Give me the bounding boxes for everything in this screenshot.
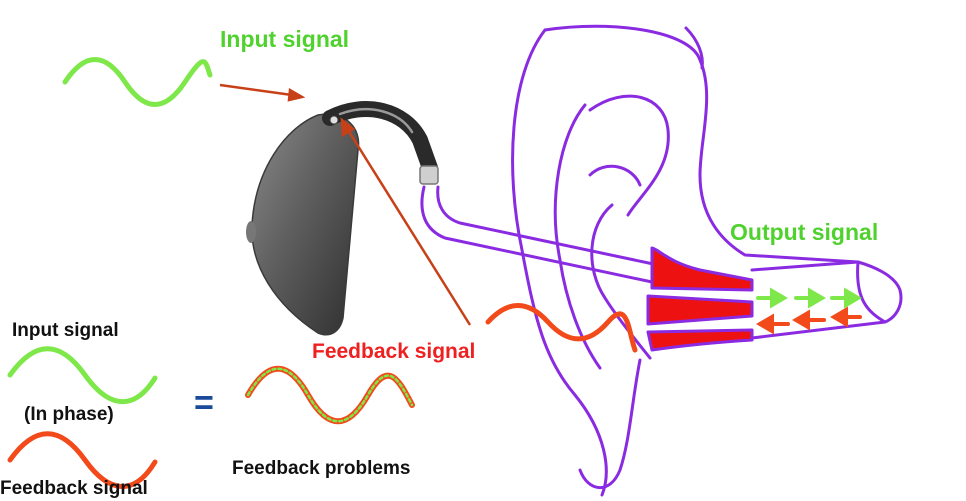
feedback-arrows — [756, 306, 862, 335]
earmold-top — [650, 246, 754, 292]
signal-arrows — [219, 83, 472, 326]
hearing-aid-earhook-shine — [338, 108, 414, 134]
input-wave-top — [62, 57, 213, 107]
hearing-aid-button — [246, 221, 256, 243]
input-wave-legend — [7, 346, 158, 405]
ear-canal-upper — [750, 260, 860, 272]
eardrum — [856, 260, 903, 324]
earmold-icon — [646, 246, 754, 352]
earmold-middle — [646, 294, 754, 326]
ear-tragus — [588, 164, 642, 187]
ear-helix-top — [684, 26, 704, 70]
in-phase-label: (In phase) — [24, 404, 114, 425]
equals-sign: = — [194, 384, 214, 422]
feedback-signal-label: Feedback signal — [312, 340, 476, 363]
input-signal-top-label: Input signal — [220, 26, 350, 52]
ear-canal-lower — [750, 320, 887, 340]
hearing-aid-microphone — [329, 115, 339, 125]
combined-wave-green — [246, 367, 414, 423]
hearing-aid-body — [251, 113, 360, 336]
input-arrow-head — [287, 87, 306, 102]
hearing-aid-icon — [246, 101, 439, 336]
feedback-wave-legend — [7, 431, 158, 489]
ear-outer-back — [511, 28, 608, 497]
ear-concha — [590, 203, 652, 360]
ear-outline-icon — [511, 24, 903, 497]
ear-helix — [543, 24, 860, 264]
ear-lobe — [578, 358, 642, 490]
earmold-bottom — [646, 328, 754, 352]
ear-antihelix-inner — [588, 94, 670, 217]
input-signal-legend-label: Input signal — [12, 320, 119, 341]
feedback-signal-legend-label: Feedback signal — [0, 478, 148, 499]
feedback-wave-canal — [485, 303, 638, 353]
hearing-aid-nozzle — [419, 165, 439, 185]
feedback-arrow-head — [340, 117, 356, 138]
hearing-aid-tube — [420, 185, 660, 284]
feedback-problems-label: Feedback problems — [232, 458, 411, 479]
output-arrows — [756, 287, 862, 309]
output-signal-label: Output signal — [730, 219, 879, 245]
